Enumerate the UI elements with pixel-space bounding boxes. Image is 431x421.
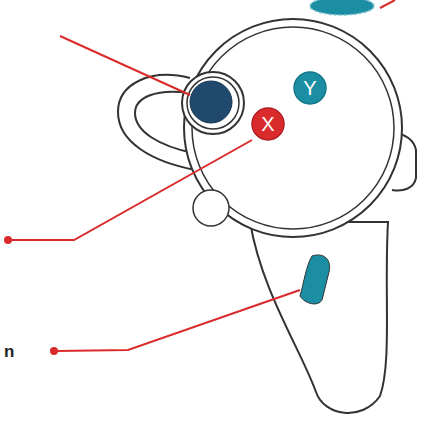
leader-line xyxy=(8,140,252,240)
joystick-base xyxy=(182,72,244,134)
handle xyxy=(250,222,388,413)
button-letter: Y xyxy=(293,71,327,105)
button-letter: X xyxy=(251,107,285,141)
joystick-ring xyxy=(187,77,239,129)
button-node: Y xyxy=(293,71,327,105)
button-node: X xyxy=(251,107,285,141)
part-label: n xyxy=(4,342,14,362)
button-circle xyxy=(294,72,326,104)
leader-line xyxy=(380,0,395,8)
menu-button xyxy=(193,190,229,226)
button-circle xyxy=(252,108,284,140)
ring-outer xyxy=(184,19,402,237)
top-button xyxy=(310,0,374,15)
joystick xyxy=(190,81,232,123)
trigger xyxy=(300,255,330,304)
leader-line xyxy=(60,36,190,95)
leader-line xyxy=(56,290,300,351)
leader-dot xyxy=(4,236,12,244)
leader-dot xyxy=(50,347,58,355)
